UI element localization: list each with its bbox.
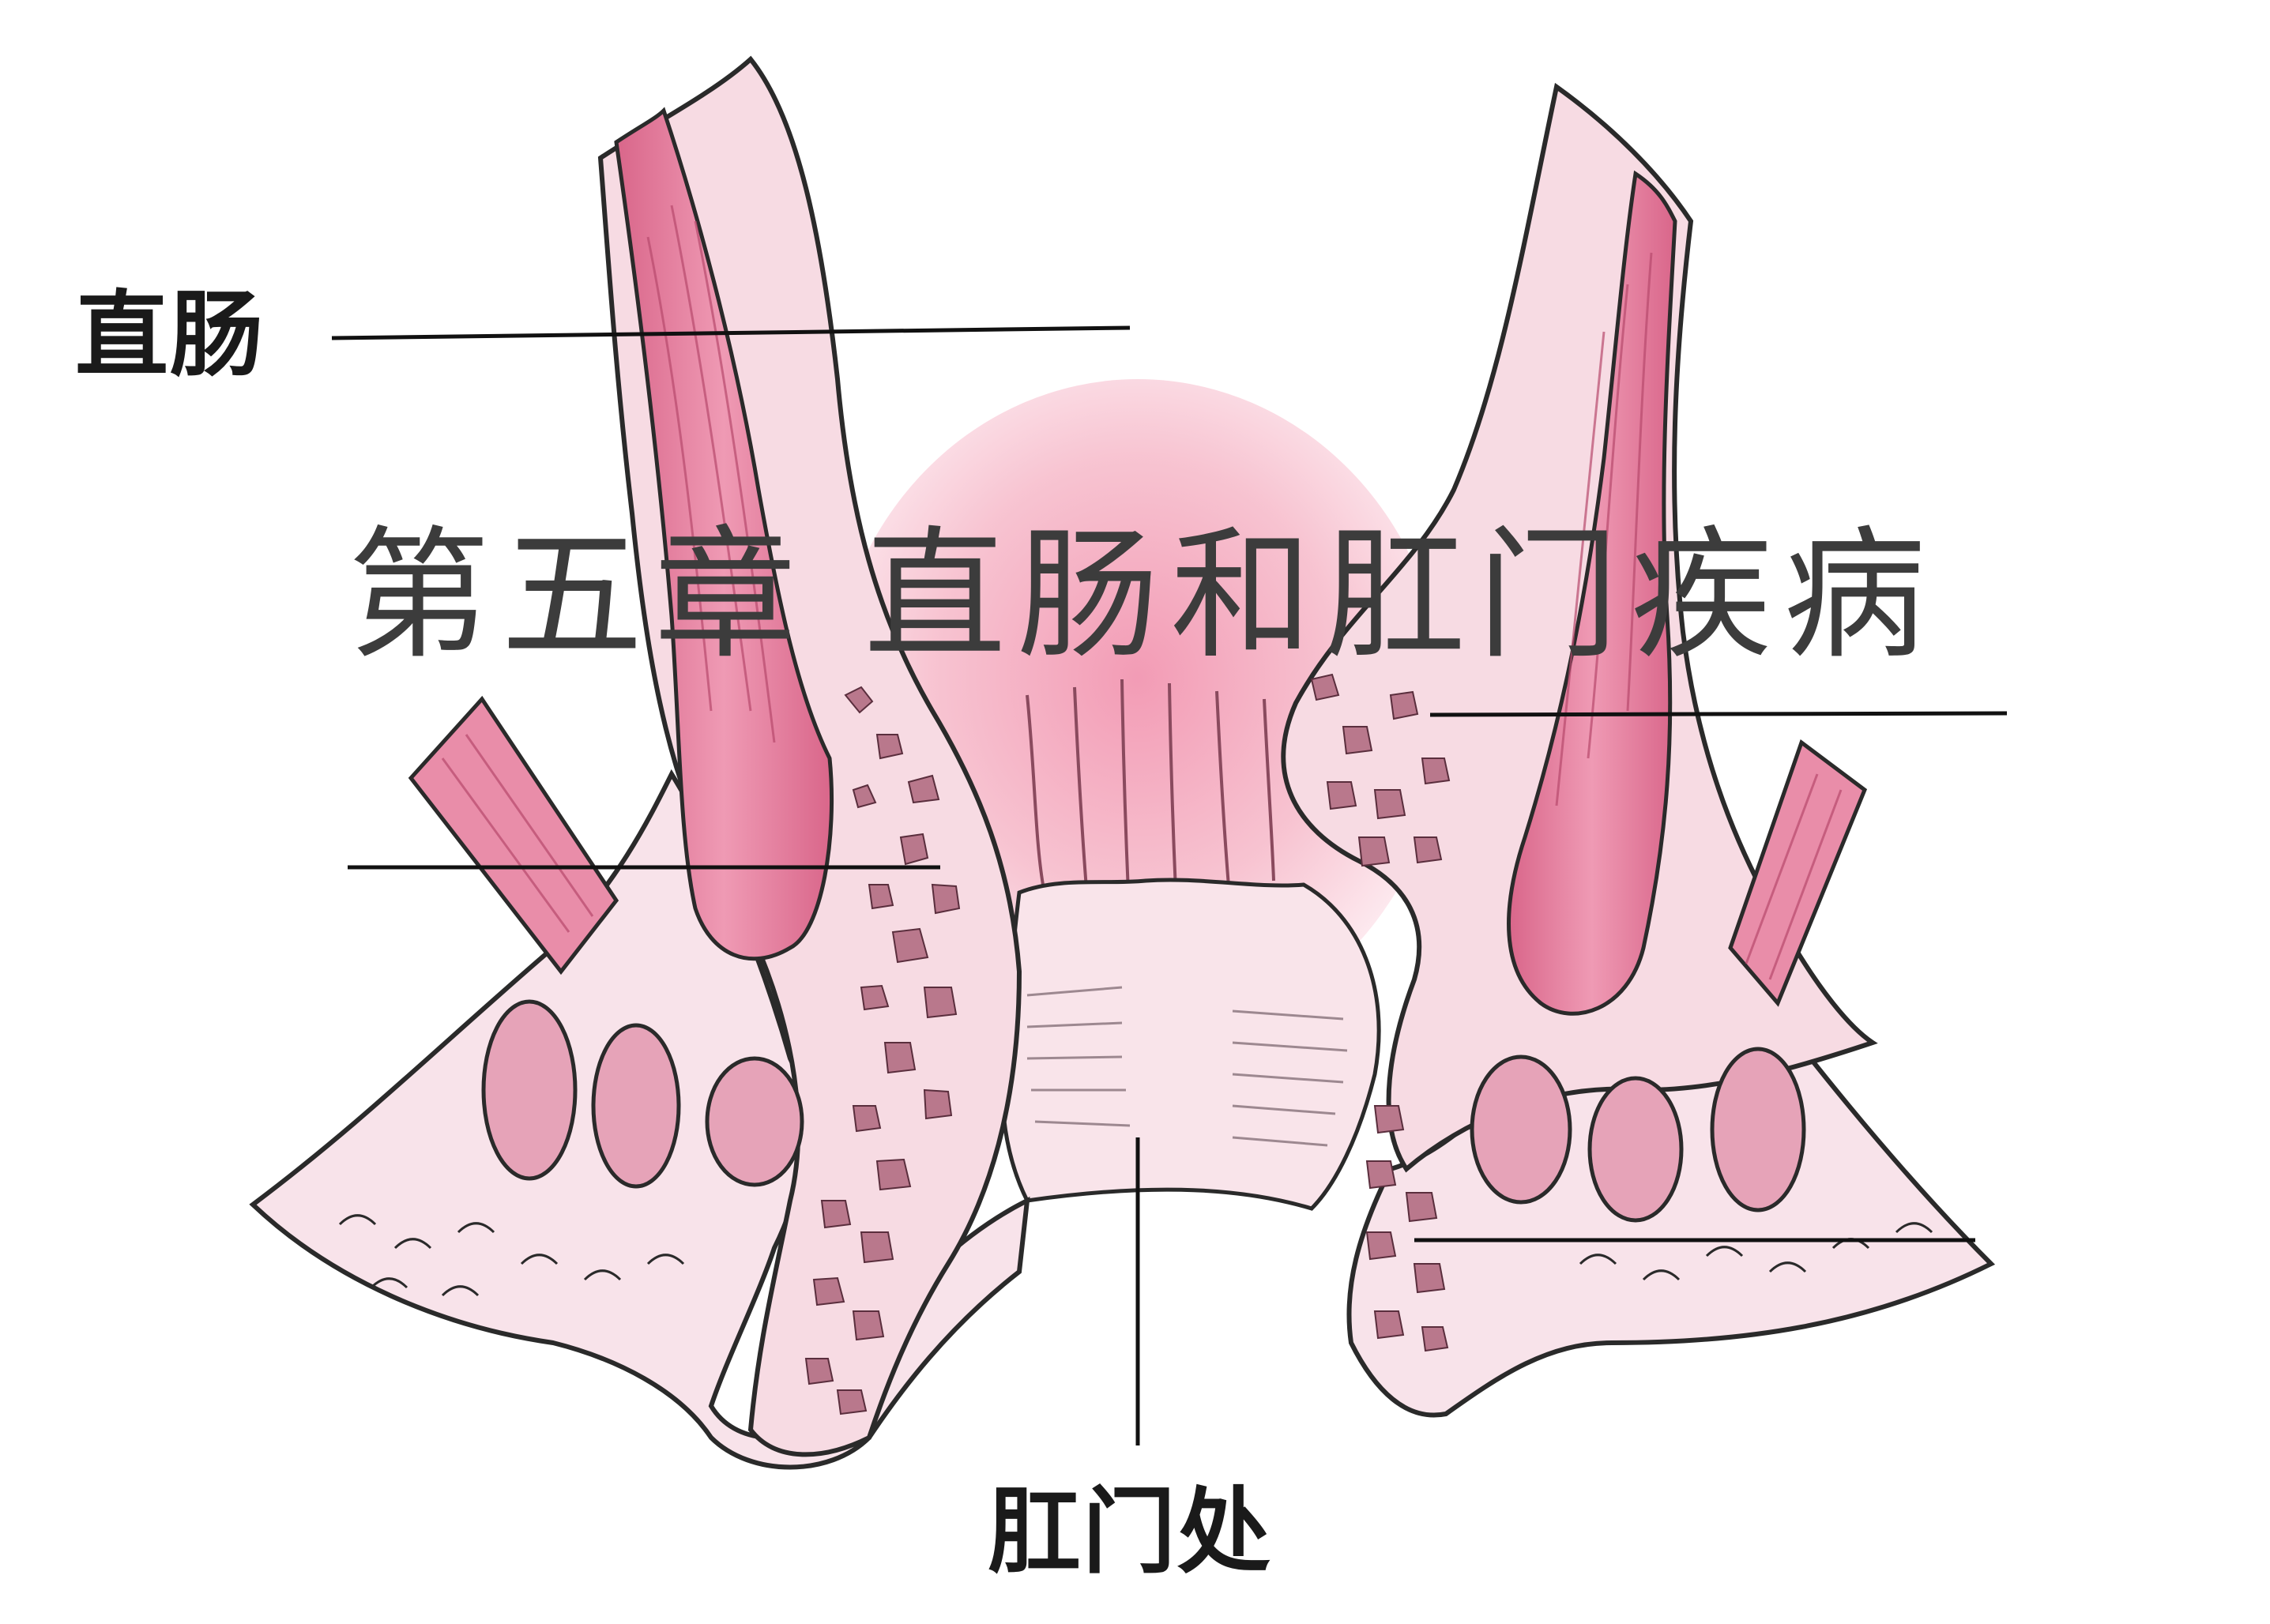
- right-longitudinal-muscle: [1507, 170, 1677, 1016]
- left-anal-glands: [804, 686, 961, 1415]
- right-levator-muscle: [1728, 739, 1868, 1007]
- muscle-fibers: [441, 205, 1843, 980]
- left-longitudinal-muscle: [614, 107, 834, 961]
- leader-line-rectum: [331, 325, 1131, 340]
- right-sphincter-nodules: [1470, 1047, 1806, 1223]
- label-anus: 肛门处: [988, 1477, 1273, 1586]
- left-levator-muscle: [408, 695, 619, 976]
- left-sphincter-nodules: [481, 999, 804, 1189]
- anal-canal: [999, 878, 1381, 1211]
- anal-canal-striations: [1026, 986, 1348, 1147]
- chapter-title-watermark: 第五章 直肠和肛门疾病: [348, 513, 1937, 679]
- leader-line-right-upper: [1429, 711, 2008, 717]
- leader-lines: [331, 325, 2008, 1445]
- label-rectum: 直肠: [75, 280, 265, 389]
- right-anal-glands: [1310, 673, 1451, 1352]
- mucosal-folds: [1026, 679, 1275, 893]
